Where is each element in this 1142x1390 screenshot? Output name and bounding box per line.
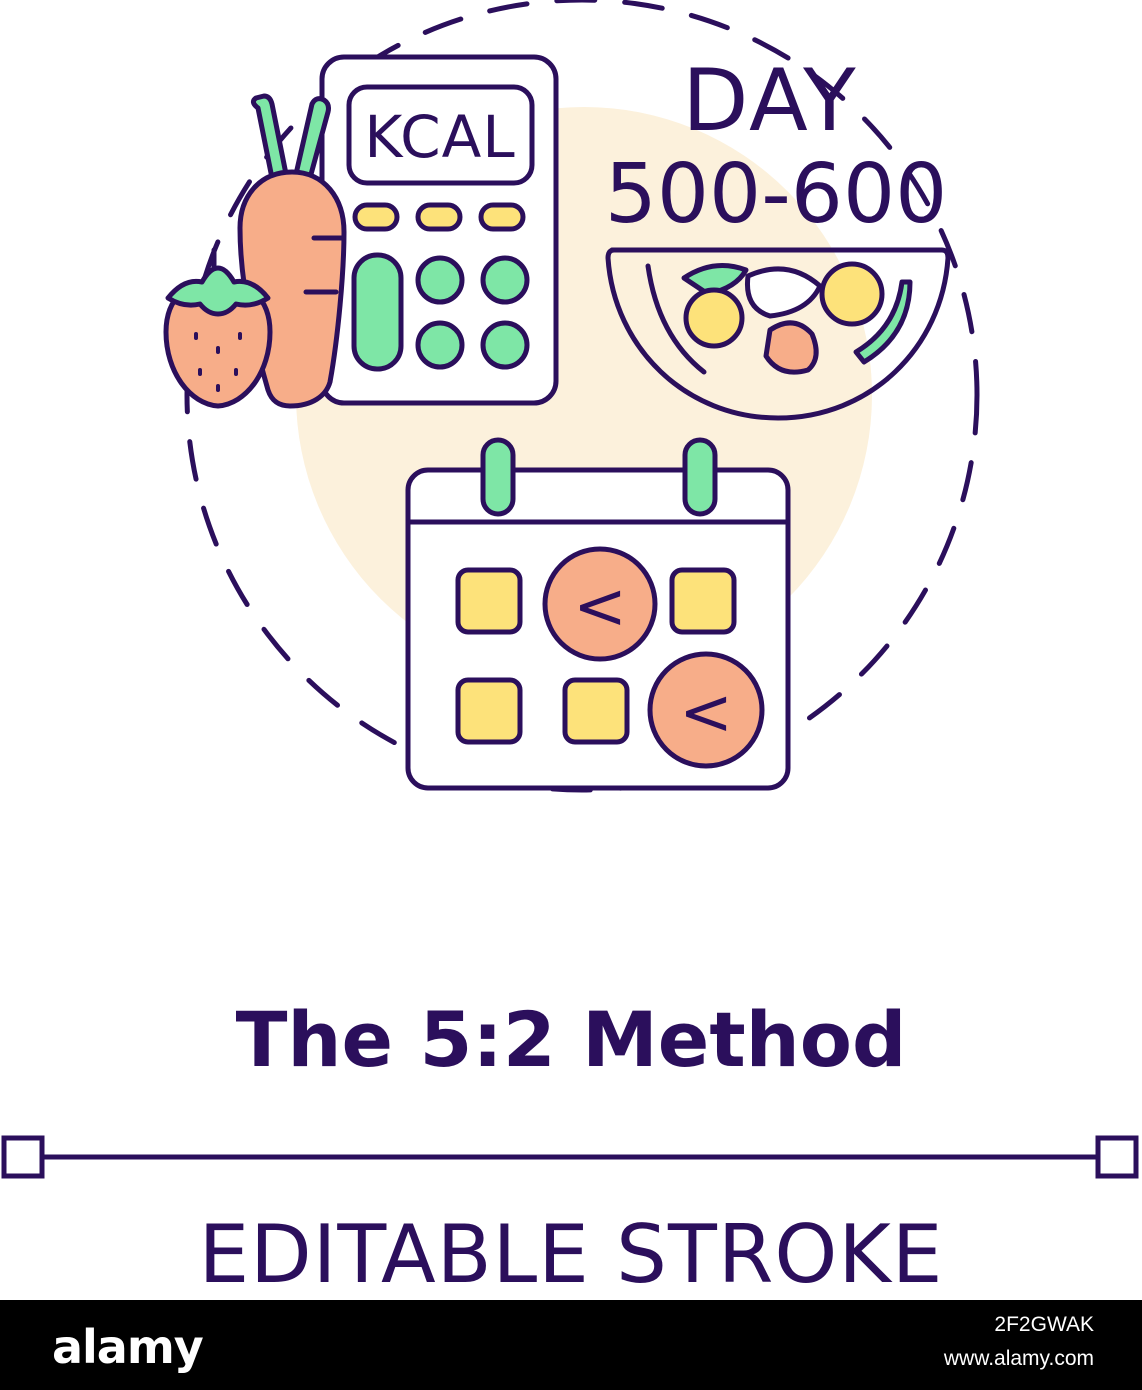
image-id: 2F2GWAK (994, 1313, 1094, 1336)
calendar-icon (405, 437, 791, 791)
page-title: The 5:2 Method (235, 995, 907, 1084)
calendar-mark-2: < (679, 676, 733, 750)
salad-bowl-icon (605, 247, 951, 421)
image-info: 2F2GWAK www.alamy.com (944, 1308, 1094, 1376)
calorie-range-label: 500-600 (605, 147, 948, 242)
stroke-handle-right (1095, 1135, 1139, 1179)
calendar-mark-1: < (573, 570, 627, 644)
editable-stroke-line (1, 1135, 1139, 1179)
brand-logo: alamy (52, 1320, 204, 1374)
strawberry-icon (163, 247, 273, 409)
concept-illustration: KCAL DAY 500-600 (1, 0, 1139, 1179)
footer-bar (0, 1300, 1142, 1390)
day-label: DAY (682, 51, 857, 151)
site-url[interactable]: www.alamy.com (943, 1347, 1094, 1370)
stroke-handle-left (1, 1135, 45, 1179)
kcal-label: KCAL (364, 103, 515, 171)
calculator-icon: KCAL (319, 54, 559, 406)
subtitle: EDITABLE STROKE (198, 1208, 944, 1301)
